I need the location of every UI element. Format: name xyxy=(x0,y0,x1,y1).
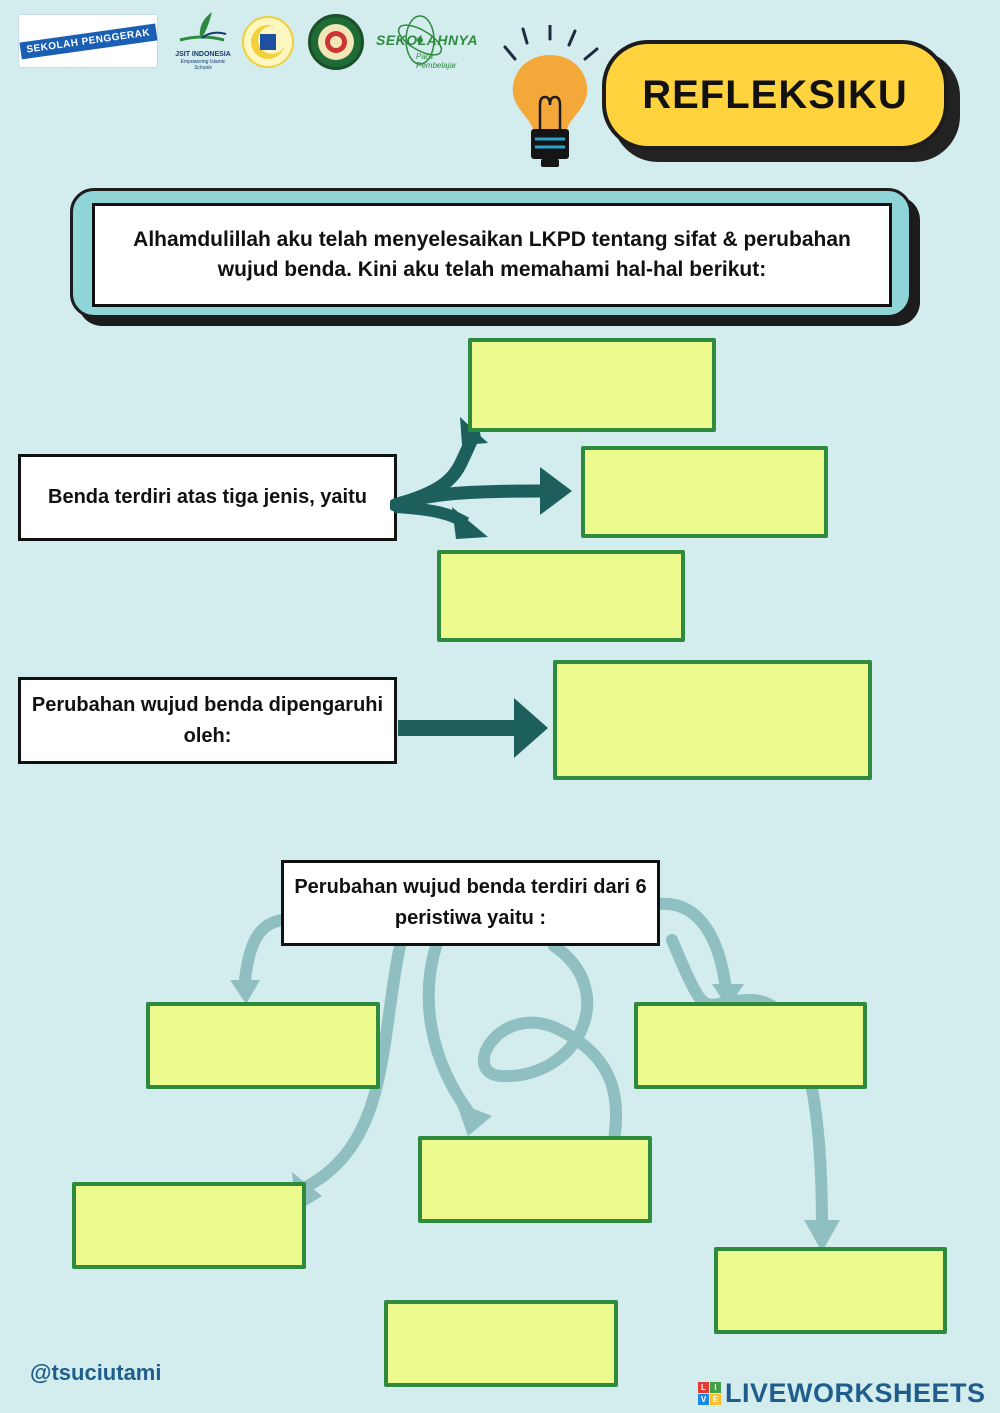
answer-type-2[interactable] xyxy=(581,446,828,538)
sekolah-penggerak-label: SEKOLAH PENGGERAK xyxy=(19,23,157,59)
answer-event-3[interactable] xyxy=(418,1136,652,1223)
light-bulb-icon xyxy=(503,25,599,167)
question-events: Perubahan wujud benda terdiri dari 6 per… xyxy=(281,860,660,946)
answer-event-2[interactable] xyxy=(634,1002,867,1089)
right-arrow-icon xyxy=(398,698,548,758)
answer-event-1[interactable] xyxy=(146,1002,380,1089)
madrasah-seal-logo xyxy=(308,14,364,70)
jsit-logo: JSIT INDONESIA Empowering Islamic School… xyxy=(172,10,234,72)
sekolah-penggerak-logo: SEKOLAH PENGGERAK xyxy=(18,14,158,68)
sekolahnya-label: SEKOLAHNYA xyxy=(376,32,478,48)
question-factors: Perubahan wujud benda dipengaruhi oleh: xyxy=(18,677,397,764)
crescent-book-icon xyxy=(251,25,286,59)
question-types: Benda terdiri atas tiga jenis, yaitu xyxy=(18,454,397,541)
author-handle: @tsuciutami xyxy=(30,1360,162,1385)
answer-type-3[interactable] xyxy=(437,550,685,642)
jsit-name: JSIT INDONESIA xyxy=(175,51,231,58)
jsit-tagline: Empowering Islamic Schools xyxy=(180,59,226,71)
answer-type-1[interactable] xyxy=(468,338,716,432)
liveworksheets-label: LIVEWORKSHEETS xyxy=(725,1378,986,1408)
answer-event-5[interactable] xyxy=(714,1247,947,1334)
branch-arrow-icon xyxy=(390,417,572,539)
answer-event-4[interactable] xyxy=(72,1182,306,1269)
school-crest-logo xyxy=(242,16,294,68)
answer-factors[interactable] xyxy=(553,660,872,780)
sekolahnya-sub: Para Pembelajar xyxy=(416,52,457,70)
jsit-leaf-icon xyxy=(179,12,227,42)
liveworksheets-mark-icon: L I V E xyxy=(698,1382,721,1405)
sekolahnya-logo: SEKOLAHNYA Para Pembelajar xyxy=(374,14,477,70)
atom-orbit-icon xyxy=(397,15,443,65)
liveworksheets-brand: L I V E LIVEWORKSHEETS xyxy=(698,1378,986,1409)
answer-event-6[interactable] xyxy=(384,1300,618,1387)
page-title: REFLEKSIKU xyxy=(602,40,948,150)
intro-text: Alhamdulillah aku telah menyelesaikan LK… xyxy=(92,203,892,307)
seal-emblem-icon xyxy=(318,24,354,60)
